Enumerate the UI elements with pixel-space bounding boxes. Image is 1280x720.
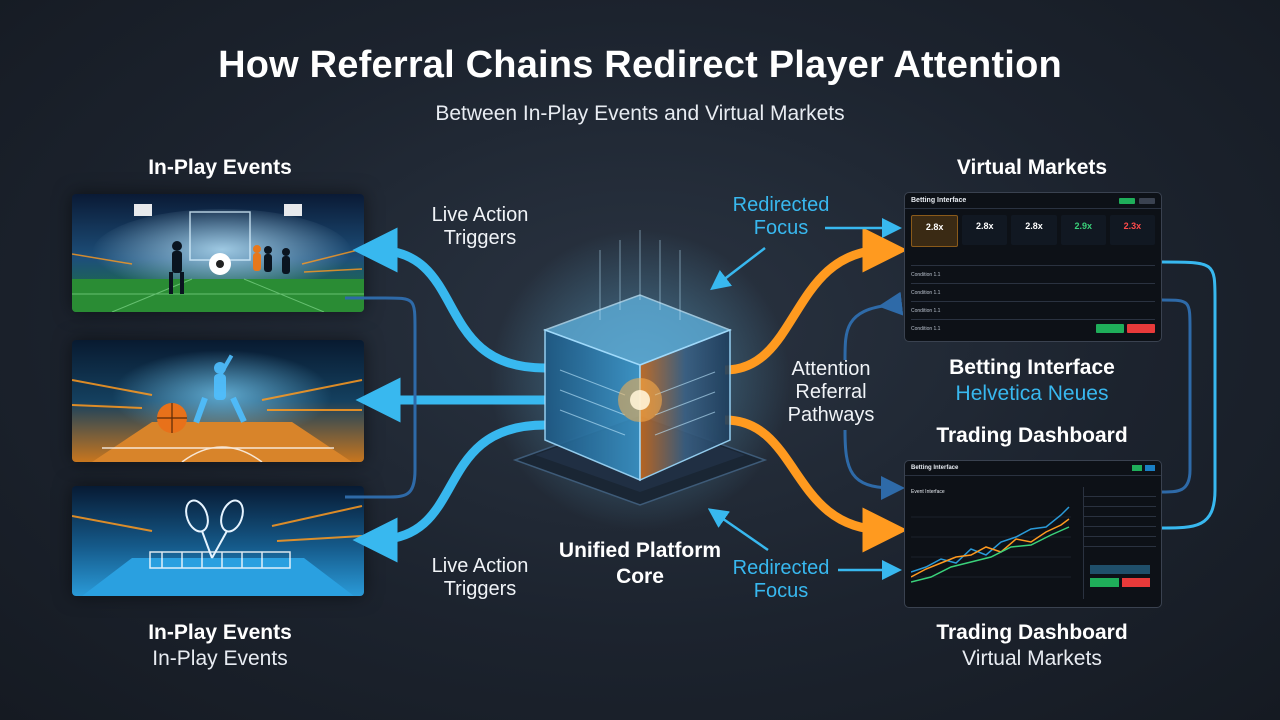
- trading-dashboard-screen: Betting Interface Event Interface: [904, 460, 1162, 608]
- odds-box[interactable]: 2.9x: [1060, 215, 1106, 245]
- table-row: Condition 1.1: [911, 266, 1155, 284]
- left-bottom-subheading: In-Play Events: [152, 647, 288, 670]
- trading-screen-header: Betting Interface: [911, 465, 959, 471]
- right-top-heading: Virtual Markets: [956, 156, 1108, 179]
- blue-tab[interactable]: [1145, 465, 1155, 471]
- trading-panel-title: Event Interface: [911, 489, 945, 495]
- table-row: Condition 1.1: [911, 320, 1155, 337]
- live-action-triggers-bottom: Live Action Triggers: [431, 555, 529, 600]
- trading-chart: [911, 506, 1071, 583]
- attention-referral-pathways: Attention Referral Pathways: [787, 358, 875, 426]
- buy-button[interactable]: [1090, 578, 1119, 587]
- redirected-focus-top: Redirected Focus: [732, 194, 830, 239]
- tennis-scene-image: [72, 486, 364, 596]
- sell-button[interactable]: [1121, 578, 1150, 587]
- tennis-panel: [72, 486, 364, 596]
- table-row: Condition 1.1: [911, 302, 1155, 320]
- basketball-scene-image: [72, 340, 364, 462]
- trade-toggle[interactable]: [1090, 565, 1150, 574]
- left-bottom-heading: In-Play Events: [148, 621, 292, 644]
- buy-button[interactable]: [1096, 324, 1124, 333]
- green-tab[interactable]: [1119, 197, 1135, 204]
- live-action-triggers-top: Live Action Triggers: [431, 204, 529, 249]
- soccer-panel: [72, 194, 364, 312]
- sell-button[interactable]: [1127, 324, 1155, 333]
- right-bottom-subheading: Virtual Markets: [962, 647, 1102, 670]
- odds-box[interactable]: 2.8x: [962, 215, 1008, 245]
- page-subtitle: Between In-Play Events and Virtual Marke…: [435, 102, 845, 125]
- soccer-scene-image: [72, 194, 364, 312]
- platform-core-cube: [542, 230, 733, 482]
- trading-dashboard-heading: Trading Dashboard: [936, 424, 1128, 447]
- right-bottom-heading: Trading Dashboard: [936, 621, 1128, 644]
- unified-platform-core-label: Unified Platform Core: [558, 539, 722, 588]
- odds-box[interactable]: 2.3x: [1109, 215, 1156, 245]
- table-row: Condition 1.1: [911, 284, 1155, 302]
- grey-tab[interactable]: [1139, 197, 1155, 204]
- betting-screen-header: Betting Interface: [911, 197, 967, 204]
- page-title: How Referral Chains Redirect Player Atte…: [218, 44, 1062, 86]
- redirected-focus-bottom: Redirected Focus: [732, 557, 830, 602]
- basketball-panel: [72, 340, 364, 462]
- betting-interface-title: Betting Interface: [949, 356, 1115, 379]
- odds-box[interactable]: 2.8x: [1011, 215, 1057, 245]
- left-top-heading: In-Play Events: [148, 156, 292, 179]
- green-tab[interactable]: [1132, 465, 1142, 471]
- odds-box[interactable]: 2.8x: [911, 215, 959, 247]
- betting-font-note: Helvetica Neues: [955, 382, 1109, 405]
- betting-interface-screen: Betting Interface 2.8x 2.8x 2.8x 2.9x 2.…: [904, 192, 1162, 342]
